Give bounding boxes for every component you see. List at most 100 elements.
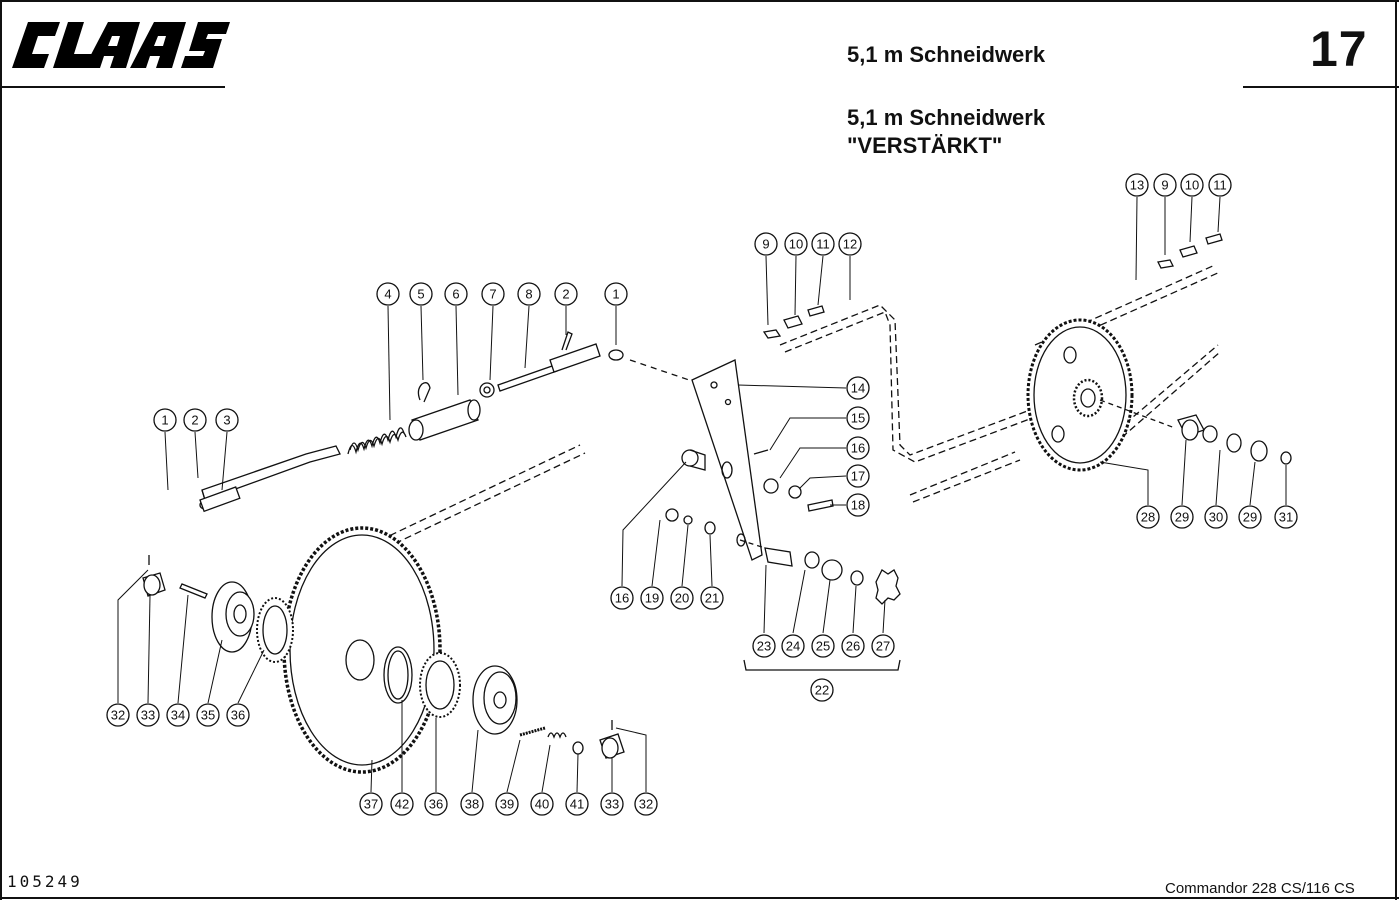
- callout-number: 9: [762, 237, 769, 252]
- callout-number: 6: [452, 287, 459, 302]
- callout-41: 41: [565, 792, 589, 816]
- callout-number: 11: [816, 237, 830, 252]
- callout-circle: [1274, 505, 1298, 529]
- sprocket-37: [282, 526, 442, 774]
- callout-8: 8: [517, 282, 541, 306]
- callout-number: 39: [500, 797, 514, 812]
- callout-number: 14: [851, 381, 865, 396]
- frame-bottom: [0, 897, 1399, 899]
- hub-38: [472, 665, 518, 735]
- callout-number: 22: [815, 683, 829, 698]
- flange-36a: [256, 597, 294, 663]
- callout-number: 42: [395, 797, 409, 812]
- frame-right: [1395, 0, 1397, 900]
- sprocket-28: [1026, 318, 1176, 472]
- subtitle-line1: 5,1 m Schneidwerk: [847, 105, 1046, 130]
- callout-32: 32: [106, 703, 130, 727]
- callout-number: 1: [612, 287, 619, 302]
- callout-circle: [1153, 173, 1177, 197]
- callout-36: 36: [424, 792, 448, 816]
- callout-number: 29: [1243, 510, 1257, 525]
- page-number: 17: [1310, 21, 1368, 77]
- callout-number: 31: [1279, 510, 1293, 525]
- callout-number: 27: [876, 639, 890, 654]
- callout-number: 37: [364, 797, 378, 812]
- callout-circle: [610, 586, 634, 610]
- callout-number: 30: [1209, 510, 1223, 525]
- callout-circle: [600, 792, 624, 816]
- callout-circle: [215, 408, 239, 432]
- callout-number: 9: [1161, 178, 1168, 193]
- callout-10: 10: [1180, 173, 1204, 197]
- callout-36: 36: [226, 703, 250, 727]
- callout-circle: [424, 792, 448, 816]
- callout-38: 38: [460, 792, 484, 816]
- callout-number: 8: [525, 287, 532, 302]
- callout-14: 14: [846, 376, 870, 400]
- callout-circle: [376, 282, 400, 306]
- callout-33: 33: [600, 792, 624, 816]
- callout-16: 16: [846, 436, 870, 460]
- leader-lines: [117, 196, 1287, 793]
- callout-circle: [1238, 505, 1262, 529]
- callout-circle: [530, 792, 554, 816]
- callout-circle: [846, 406, 870, 430]
- callout-28: 28: [1136, 505, 1160, 529]
- callout-40: 40: [530, 792, 554, 816]
- callout-circle: [1170, 505, 1194, 529]
- callout-2: 2: [554, 282, 578, 306]
- flange-36b: [419, 652, 461, 718]
- callout-circle: [871, 634, 895, 658]
- callout-number: 20: [675, 591, 689, 606]
- callout-number: 7: [489, 287, 496, 302]
- callout-number: 34: [171, 708, 185, 723]
- callout-5: 5: [409, 282, 433, 306]
- callout-number: 40: [535, 797, 549, 812]
- page-title: 5,1 m Schneidwerk: [847, 42, 1046, 67]
- callout-number: 16: [615, 591, 629, 606]
- callout-circle: [226, 703, 250, 727]
- callout-15: 15: [846, 406, 870, 430]
- callout-number: 26: [846, 639, 860, 654]
- bearing-33a: [142, 572, 166, 597]
- callout-circle: [846, 493, 870, 517]
- callout-circle: [640, 586, 664, 610]
- hub-35: [211, 581, 255, 653]
- callout-number: 33: [141, 708, 155, 723]
- callout-19: 19: [640, 586, 664, 610]
- callout-39: 39: [495, 792, 519, 816]
- callout-31: 31: [1274, 505, 1298, 529]
- callout-22: 22: [810, 678, 834, 702]
- bush-16a: [681, 449, 706, 471]
- callout-circle: [1180, 173, 1204, 197]
- callout-number: 36: [429, 797, 443, 812]
- callout-circle: [460, 792, 484, 816]
- callout-number: 3: [223, 413, 230, 428]
- callout-7: 7: [481, 282, 505, 306]
- sleeve: [408, 382, 481, 441]
- callout-number: 18: [851, 498, 865, 513]
- callout-17: 17: [846, 464, 870, 488]
- callout-circle: [359, 792, 383, 816]
- callout-circle: [196, 703, 220, 727]
- callout-number: 32: [111, 708, 125, 723]
- callout-24: 24: [781, 634, 805, 658]
- callout-number: 1: [161, 413, 168, 428]
- callout-circle: [444, 282, 468, 306]
- callout-2: 2: [183, 408, 207, 432]
- callout-circle: [554, 282, 578, 306]
- guide-plates-9-11: [762, 305, 825, 339]
- callout-number: 15: [851, 411, 865, 426]
- callout-20: 20: [670, 586, 694, 610]
- callout-circle: [811, 232, 835, 256]
- claas-logo: [12, 22, 230, 68]
- callout-32: 32: [634, 792, 658, 816]
- callout-circle: [495, 792, 519, 816]
- callout-4: 4: [376, 282, 400, 306]
- callout-9: 9: [754, 232, 778, 256]
- callout-11: 11: [811, 232, 835, 256]
- callout-6: 6: [444, 282, 468, 306]
- callout-circle: [784, 232, 808, 256]
- callout-3: 3: [215, 408, 239, 432]
